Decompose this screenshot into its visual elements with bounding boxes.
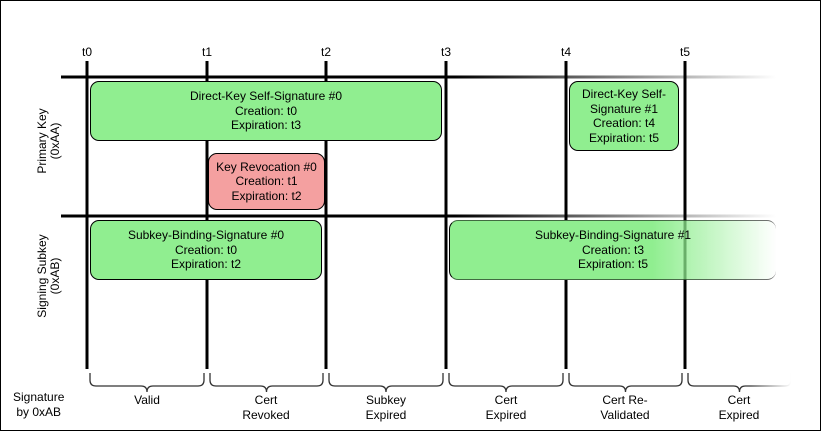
lane-axis-lines xyxy=(61,75,776,218)
brace-cert-expired-2 xyxy=(687,373,792,393)
tick-label-t0: t0 xyxy=(81,45,92,59)
signature-by-caption: Signature by 0xAB xyxy=(13,390,65,419)
box-title: Direct-Key Self-Signature #0 xyxy=(189,89,343,104)
box-title: Key Revocation #0 xyxy=(216,159,317,174)
box-expiration: Expiration: t5 xyxy=(588,130,660,145)
box-creation: Creation: t1 xyxy=(235,174,298,189)
box-creation: Creation: t3 xyxy=(581,242,645,257)
lane-label-primary-key: Primary Key (0xAA) xyxy=(35,108,62,174)
box-expiration: Expiration: t2 xyxy=(231,188,302,203)
interval-label-subkey-expired: Subkey Expired xyxy=(365,393,407,422)
box-creation: Creation: t0 xyxy=(174,242,238,257)
box-expiration: Expiration: t2 xyxy=(170,257,242,272)
interval-label-cert-expired-2: Cert Expired xyxy=(718,393,760,422)
brace-valid xyxy=(89,373,205,393)
box-creation: Creation: t4 xyxy=(592,116,656,130)
tick-label-t2: t2 xyxy=(320,45,331,59)
interval-label-cert-expired-1: Cert Expired xyxy=(485,393,527,422)
box-title: Subkey-Binding-Signature #1 xyxy=(534,228,692,243)
tick-vertical-lines xyxy=(85,61,687,369)
box-title: Direct-Key Self- Signature #1 xyxy=(581,87,667,116)
interval-label-cert-revoked: Cert Revoked xyxy=(242,393,290,422)
interval-label-cert-re-validated: Cert Re- Validated xyxy=(600,393,650,422)
tick-label-t3: t3 xyxy=(440,45,451,59)
brace-cert-expired-1 xyxy=(448,373,564,393)
tick-label-t4: t4 xyxy=(560,45,571,59)
interval-braces xyxy=(89,373,792,393)
brace-cert-re-validated xyxy=(568,373,683,393)
brace-cert-revoked xyxy=(209,373,324,393)
brace-subkey-expired xyxy=(328,373,444,393)
box-creation: Creation: t0 xyxy=(234,103,298,118)
tick-label-t5: t5 xyxy=(679,45,690,59)
interval-label-valid: Valid xyxy=(134,393,160,407)
lane-label-signing-subkey: Signing Subkey (0xAB) xyxy=(35,234,62,318)
tick-label-t1: t1 xyxy=(201,45,212,59)
box-title: Subkey-Binding-Signature #0 xyxy=(127,228,285,243)
box-expiration: Expiration: t3 xyxy=(230,118,302,133)
lane-axis-primary-key xyxy=(61,75,776,79)
box-expiration: Expiration: t5 xyxy=(577,257,649,272)
lane-axis-signing-subkey xyxy=(61,214,776,218)
